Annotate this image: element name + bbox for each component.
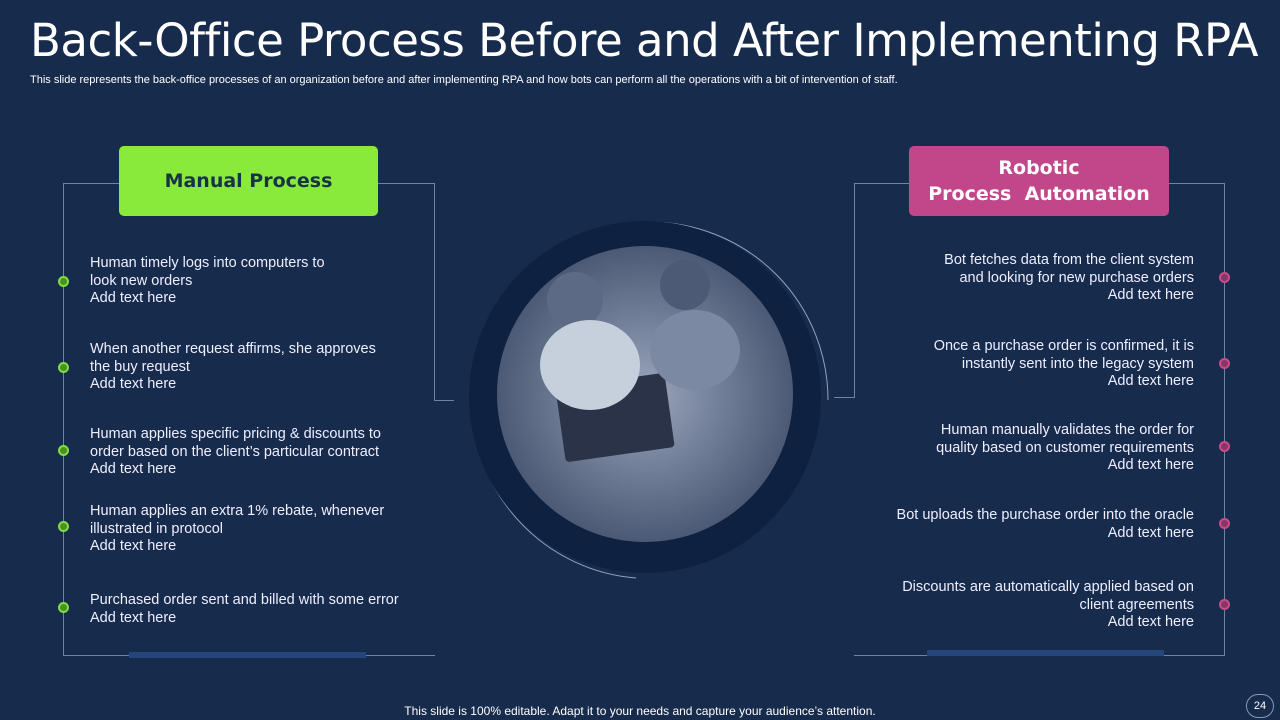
- footer-note: This slide is 100% editable. Adapt it to…: [404, 704, 876, 718]
- bullet-dot-icon: [58, 521, 69, 532]
- line: look new orders: [90, 272, 193, 289]
- bullet-dot-icon: [58, 445, 69, 456]
- bullet-dot-icon: [1219, 441, 1230, 452]
- right-frame-top: [1165, 183, 1225, 184]
- decorative-arc: [649, 221, 829, 401]
- line: Add text here: [1107, 614, 1194, 630]
- line: Add text here: [90, 461, 177, 477]
- left-accent-bar: [129, 652, 366, 658]
- left-frame-connector-h: [434, 400, 454, 401]
- manual-process-header: Manual Process: [119, 146, 378, 216]
- line: Add text here: [1107, 524, 1194, 541]
- line: Purchased order sent and billed with som…: [90, 592, 399, 608]
- bullet-dot-icon: [1219, 518, 1230, 529]
- manual-item-text: Human applies specific pricing & discoun…: [90, 426, 381, 479]
- manual-item-text: Purchased order sent and billed with som…: [90, 592, 399, 627]
- left-frame-top: [63, 183, 123, 184]
- line: Add text here: [90, 376, 177, 392]
- center-graphic: [469, 221, 829, 579]
- line: Add text here: [1107, 373, 1194, 389]
- line: order based on the client’s particular c…: [90, 443, 380, 460]
- slide-subtitle: This slide represents the back-office pr…: [30, 74, 898, 86]
- right-frame-connector-h: [834, 397, 855, 398]
- rpa-header-line1: Robotic: [998, 157, 1080, 179]
- line: Add text here: [1107, 287, 1194, 303]
- bullet-dot-icon: [58, 602, 69, 613]
- bullet-dot-icon: [58, 276, 69, 287]
- rpa-header-line2: Process Automation: [928, 183, 1150, 205]
- line: Add text here: [90, 538, 177, 554]
- bullet-dot-icon: [1219, 358, 1230, 369]
- line: Human applies specific pricing & discoun…: [90, 426, 381, 442]
- bullet-dot-icon: [58, 362, 69, 373]
- page-number: 24: [1246, 694, 1274, 718]
- line: Discounts are automatically applied base…: [902, 579, 1194, 595]
- line: instantly sent into the legacy system: [961, 355, 1194, 372]
- bullet-dot-icon: [1219, 272, 1230, 283]
- line: Bot fetches data from the client system: [944, 252, 1194, 268]
- manual-item-text: Human applies an extra 1% rebate, whenev…: [90, 503, 384, 556]
- line: Human manually validates the order for: [940, 422, 1194, 438]
- line: Human timely logs into computers to: [90, 255, 325, 271]
- manual-item-text: When another request affirms, she approv…: [90, 341, 376, 394]
- line: Once a purchase order is confirmed, it i…: [933, 338, 1194, 354]
- slide-title: Back-Office Process Before and After Imp…: [30, 14, 1259, 67]
- rpa-item-text: Discounts are automatically applied base…: [902, 579, 1194, 632]
- line: Add text here: [1107, 457, 1194, 473]
- line: Add text here: [90, 609, 177, 626]
- line: and looking for new purchase orders: [959, 269, 1194, 286]
- line: client agreements: [1079, 596, 1194, 613]
- bullet-dot-icon: [1219, 599, 1230, 610]
- line: When another request affirms, she approv…: [90, 341, 376, 357]
- manual-header-label: Manual Process: [164, 170, 333, 192]
- line: quality based on customer requirements: [936, 439, 1194, 456]
- line: the buy request: [90, 358, 190, 375]
- rpa-item-text: Once a purchase order is confirmed, it i…: [934, 338, 1194, 391]
- line: illustrated in protocol: [90, 520, 223, 537]
- right-frame-connector: [854, 183, 914, 398]
- rpa-item-text: Bot uploads the purchase order into the …: [897, 507, 1194, 542]
- line: Human applies an extra 1% rebate, whenev…: [90, 503, 385, 519]
- right-accent-bar: [927, 650, 1164, 656]
- left-frame-connector: [375, 183, 435, 400]
- line: Bot uploads the purchase order into the …: [896, 507, 1194, 523]
- line: Add text here: [90, 290, 177, 306]
